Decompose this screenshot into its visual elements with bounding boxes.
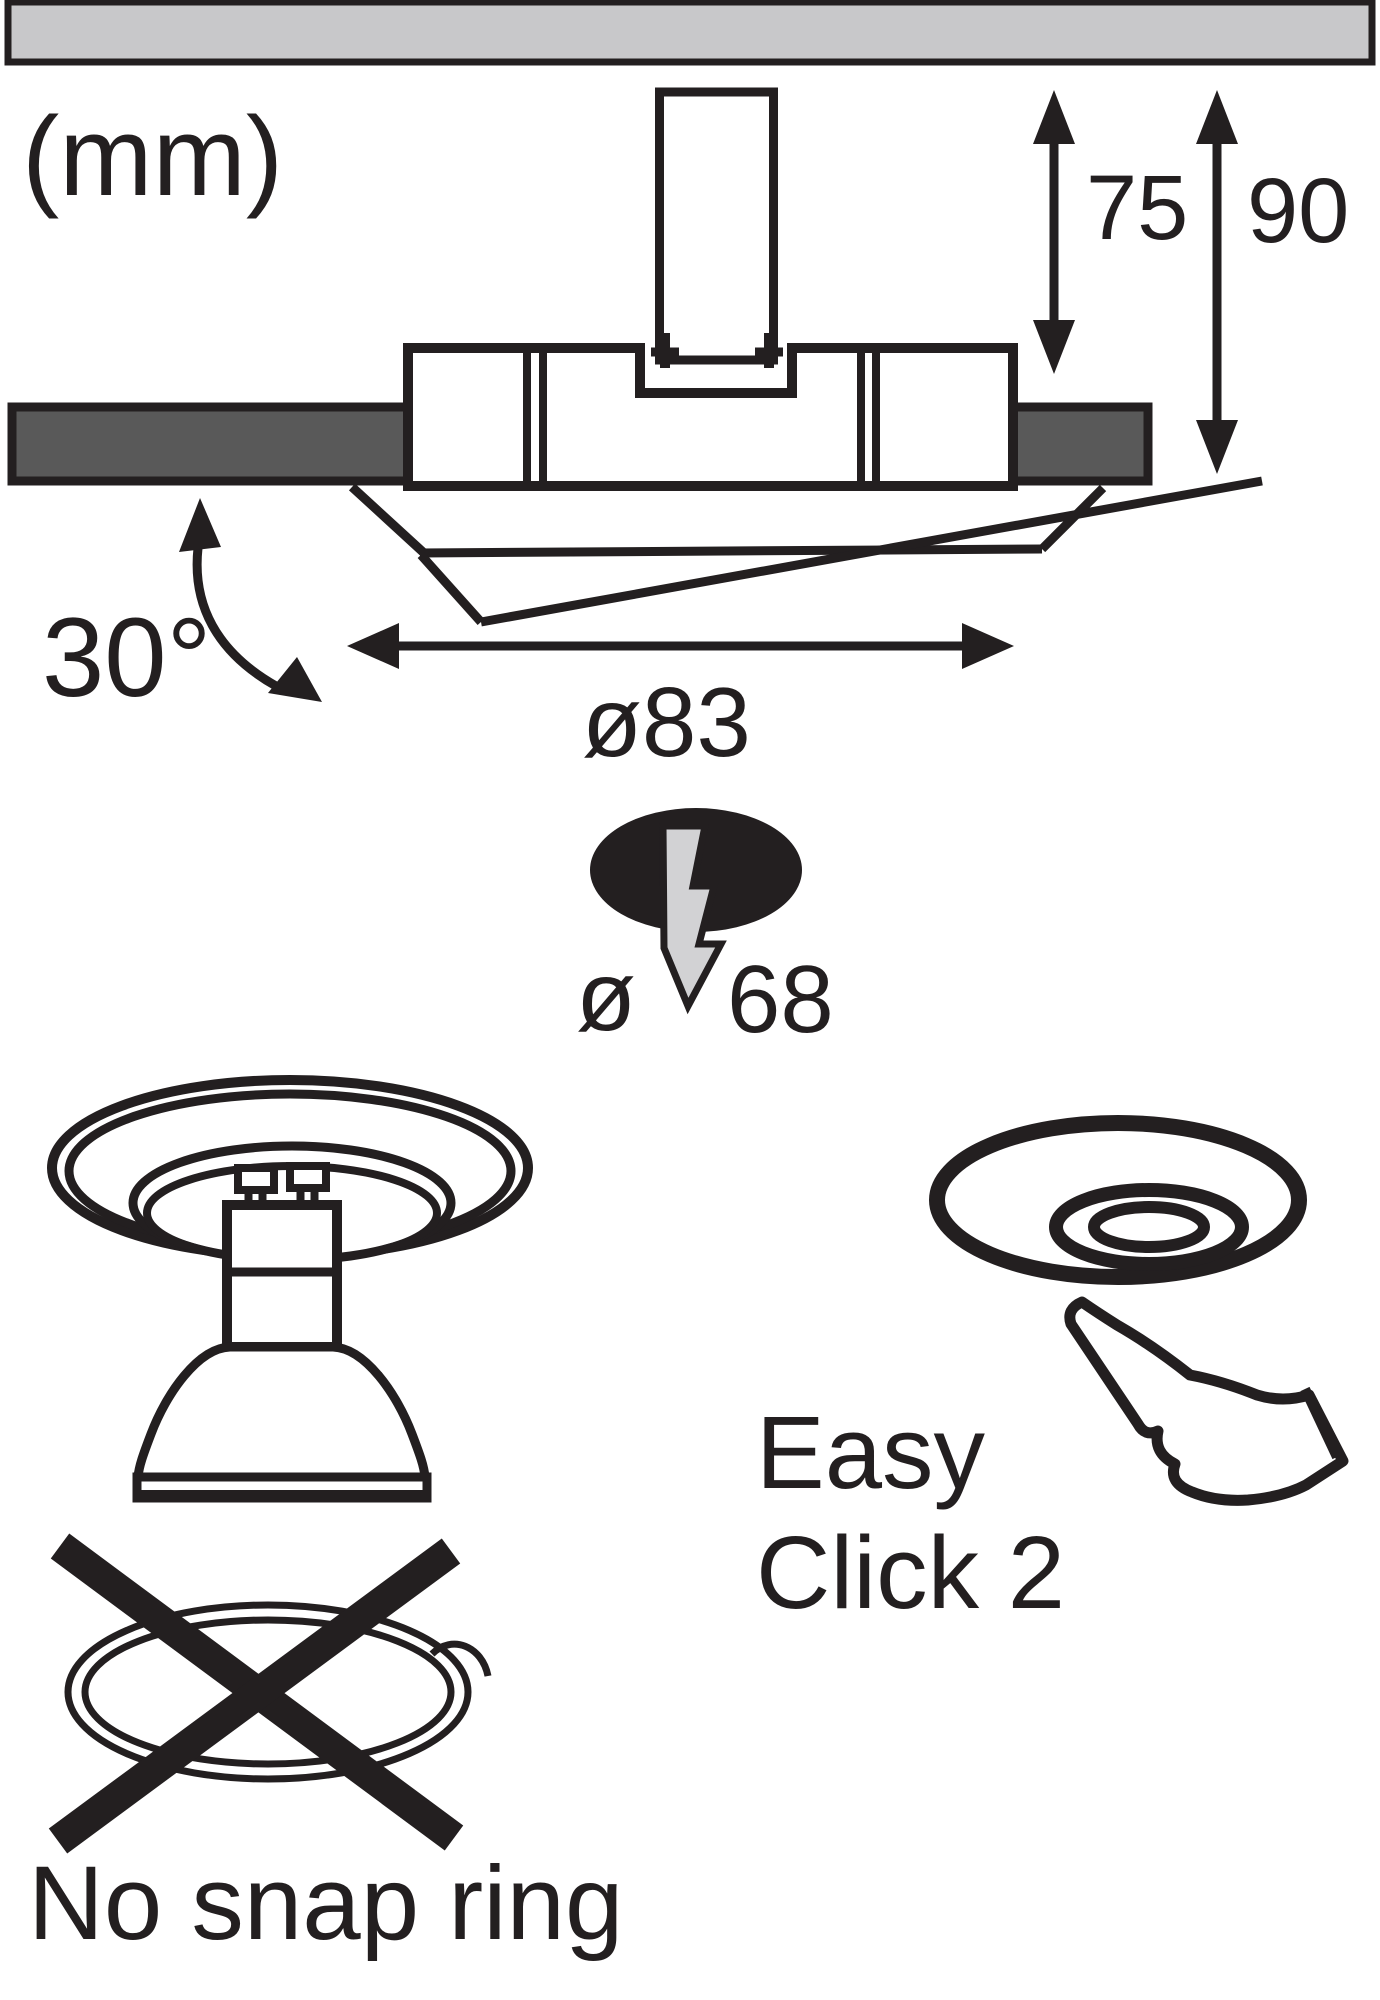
cutout-diameter-label: 68 <box>727 946 834 1053</box>
clamp-screw-icon <box>651 333 783 368</box>
lightning-bolt-icon <box>659 822 727 1015</box>
outer-diameter-label: ø83 <box>582 667 751 777</box>
tilt-angle-label: 30° <box>42 595 212 720</box>
snap-ring-icon <box>64 1601 492 1783</box>
dimension-75-label: 75 <box>1086 157 1189 259</box>
unit-label: (mm) <box>22 94 284 219</box>
drill-hole-icon <box>590 808 802 1015</box>
no-snap-ring-label: No snap ring <box>28 1845 624 1962</box>
dimension-arrow-diameter-83 <box>347 623 1014 669</box>
cutout-diameter-symbol: ø <box>576 941 636 1051</box>
easy-click-label-line1: Easy <box>756 1395 985 1510</box>
ceiling-panel-left <box>7 402 413 486</box>
ceiling-bar <box>4 0 1376 66</box>
easy-click-label-line2: Click 2 <box>756 1515 1066 1630</box>
dimension-arrow-90 <box>1196 90 1238 474</box>
gu10-lamp-icon <box>47 1075 533 1503</box>
ceiling-panel-right <box>1007 402 1153 486</box>
pressing-hand-icon <box>1064 1296 1349 1506</box>
dimension-90-label: 90 <box>1247 160 1350 262</box>
tilted-bezel <box>348 476 1263 627</box>
mount-tube <box>655 87 778 365</box>
easy-click-ring-icon <box>929 1115 1307 1285</box>
dimension-arrow-75 <box>1033 90 1075 374</box>
prohibition-cross-icon <box>48 1533 464 1854</box>
tilt-arc-arrow <box>179 498 322 702</box>
housing-divider-lines <box>523 353 880 481</box>
housing-cross-section <box>403 343 1018 491</box>
